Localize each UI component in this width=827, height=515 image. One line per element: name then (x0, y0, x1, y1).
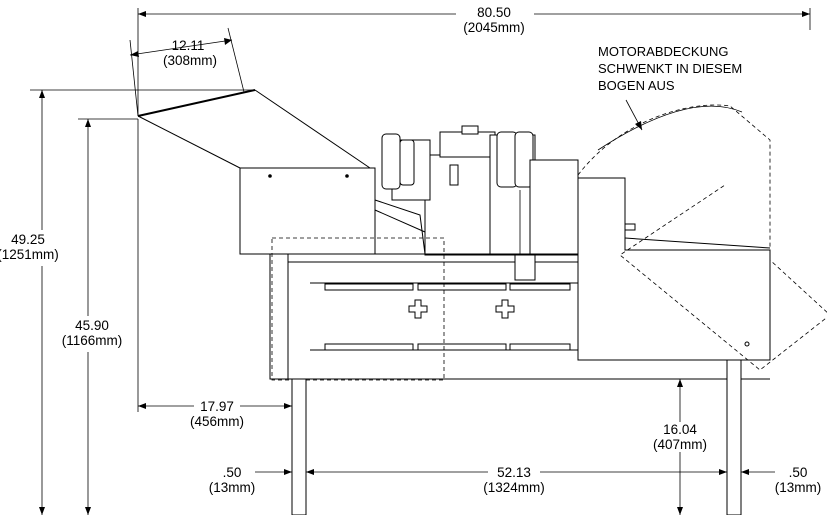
label-bg-clearance (640, 422, 720, 452)
chute-offset-line (129, 39, 233, 56)
floor-clearance-metric: (407mm) (653, 437, 707, 452)
leg-right-value: .50 (789, 465, 808, 480)
dimension-lines (30, 8, 811, 515)
overall-height-value: 49.25 (11, 232, 45, 247)
left-gear-inner (399, 139, 415, 186)
note-line-1: MOTORABDECKUNG (598, 44, 729, 59)
rail-slot-6 (509, 343, 571, 351)
arrow-overall-right (802, 11, 810, 17)
label-bg-chute-height (52, 316, 134, 352)
arrow-chute-right (224, 38, 232, 45)
leg-span-value: 52.13 (497, 465, 531, 480)
overall-length-metric: (2045mm) (463, 20, 525, 35)
motor-cover-swing-outline (577, 104, 827, 371)
note-line-3: BOGEN AUS (598, 78, 675, 93)
leg-left-metric: (13mm) (209, 480, 256, 495)
leg-span-metric: (1324mm) (483, 480, 545, 495)
front-overhang-value: 17.97 (200, 399, 234, 414)
motor-cover-note: MOTORABDECKUNG SCHWENKT IN DIESEM BOGEN … (598, 44, 742, 93)
label-bg-height (2, 230, 82, 266)
drive-slot (449, 164, 459, 186)
front-frame-post (269, 253, 289, 380)
arrow-clearance-top (677, 379, 683, 387)
dimension-labels: 80.50 (2045mm) 12.11 (308mm) 49.25 (1251… (0, 5, 821, 495)
rail-slot-2 (417, 283, 507, 291)
arrow-span-left (306, 469, 314, 475)
chute-offset-ext-left (129, 39, 139, 117)
chute-offset-ext-right (227, 27, 245, 93)
machine-outline (137, 89, 827, 515)
chute-offset-metric: (308mm) (163, 53, 217, 68)
arrow-height-top (39, 90, 45, 98)
arrow-chute-height-top (85, 119, 91, 127)
rear-latch (624, 223, 636, 231)
arrow-chute-height-bottom (85, 507, 91, 515)
label-bg-span (488, 465, 540, 479)
rear-housing-hole (744, 341, 750, 347)
arrow-leg-left-a (284, 469, 292, 475)
housing-screw-left (268, 174, 272, 178)
floor-clearance-value: 16.04 (663, 422, 697, 437)
left-gear (381, 133, 401, 190)
leg-left-value: .50 (223, 465, 242, 480)
rail-slot-5 (417, 343, 507, 351)
rear-top-edge (624, 237, 771, 249)
label-bg-overall (456, 5, 534, 19)
hidden-outline (271, 237, 445, 381)
motor-cover-arc (597, 105, 743, 151)
mount-bracket-right (495, 299, 515, 319)
overall-length-value: 80.50 (477, 5, 511, 20)
left-leg (291, 378, 307, 515)
arrow-clearance-bottom (677, 507, 683, 515)
ramp (374, 199, 426, 255)
chute-offset-value: 12.11 (172, 38, 205, 53)
chute-top-edge (137, 89, 256, 117)
motor-cap (461, 125, 479, 135)
chute-height-value: 45.90 (75, 318, 109, 333)
rear-housing (577, 177, 771, 361)
chute-lower-edge (137, 115, 241, 169)
center-foot (514, 254, 536, 281)
note-line-2: SCHWENKT IN DIESEM (598, 61, 742, 76)
arrow-height-bottom (39, 507, 45, 515)
front-overhang-metric: (456mm) (190, 414, 244, 429)
arrow-overhang-right (284, 403, 292, 409)
arrow-chute-left (130, 51, 139, 57)
front-housing (239, 167, 376, 255)
chute-back-edge (254, 89, 371, 169)
arrow-span-right (719, 469, 727, 475)
right-leg (726, 359, 742, 515)
motor-top (439, 131, 496, 158)
note-leader-arrow (635, 121, 642, 130)
mount-bracket-left (408, 299, 428, 319)
arrow-leg-right (741, 469, 749, 475)
ramp-lower (374, 209, 426, 233)
rail-slot-1 (324, 283, 414, 291)
rail-slot-3 (509, 283, 571, 291)
main-column (529, 159, 579, 256)
chute-height-metric: (1166mm) (62, 333, 123, 348)
rail-slot-4 (324, 343, 414, 351)
arrow-overall-left (138, 11, 146, 17)
overall-height-metric: (1251mm) (0, 247, 59, 262)
leg-right-metric: (13mm) (775, 480, 822, 495)
label-bg-overhang (194, 400, 240, 413)
arrow-overhang-left (138, 403, 146, 409)
housing-screw-right (345, 174, 349, 178)
right-gear (496, 131, 518, 188)
